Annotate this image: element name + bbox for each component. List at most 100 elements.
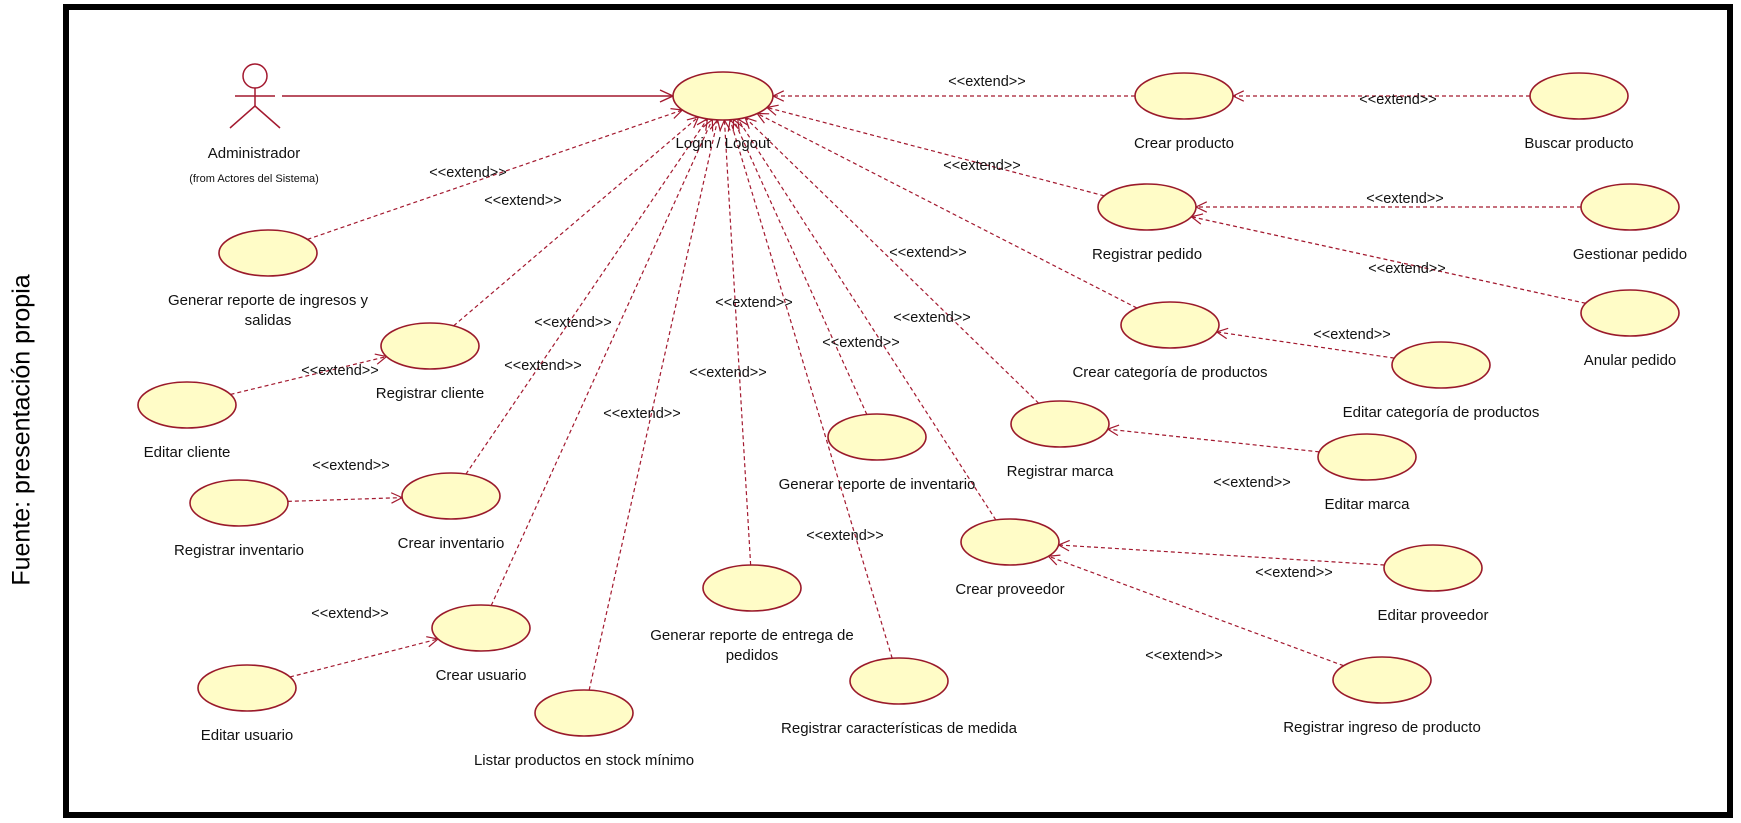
use-case-label: Registrar inventario <box>174 542 304 559</box>
use-case-ellipse <box>1391 341 1491 389</box>
use-case-ellipse <box>401 472 501 520</box>
extend-edge-registrar_ingreso-to-crear_proveedor <box>1048 555 1344 667</box>
use-case-registrar-inventario[interactable]: Registrar inventario <box>174 479 304 559</box>
use-case-label: Editar proveedor <box>1378 607 1489 624</box>
use-case-registrar-pedido[interactable]: Registrar pedido <box>1092 183 1202 263</box>
extend-label: <<extend>> <box>484 193 561 209</box>
use-case-reporte-ingresos[interactable]: Generar reporte de ingresos y salidas <box>168 229 369 329</box>
use-case-ellipse <box>189 479 289 527</box>
extend-label: <<extend>> <box>301 363 378 379</box>
actor-package: (from Actores del Sistema) <box>189 173 319 185</box>
extend-edge-editar_categoria-to-crear_categoria <box>1216 331 1395 359</box>
use-case-label: Generar reporte de ingresos y <box>168 292 369 309</box>
use-case-ellipse <box>1120 301 1220 349</box>
extend-label: <<extend>> <box>943 158 1020 174</box>
use-case-label: Generar reporte de inventario <box>779 476 976 493</box>
use-case-editar-cliente[interactable]: Editar cliente <box>137 381 237 461</box>
use-case-reporte-inventario[interactable]: Generar reporte de inventario <box>779 413 976 493</box>
extend-edge-registrar_pedido-to-login <box>766 106 1105 197</box>
extend-edge-reporte_ingresos-to-login <box>307 109 683 240</box>
use-case-ellipse <box>1580 289 1680 337</box>
use-case-label: Editar categoría de productos <box>1343 404 1540 421</box>
use-case-ellipse <box>849 657 949 705</box>
actor-right-leg <box>254 105 281 129</box>
use-case-buscar-producto[interactable]: Buscar producto <box>1524 72 1634 152</box>
extend-edge-crear_categoria-to-login <box>756 112 1138 309</box>
actor-name: Administrador <box>208 145 301 162</box>
use-case-label: Anular pedido <box>1584 352 1677 369</box>
extend-label: <<extend>> <box>1359 92 1436 108</box>
use-case-listar-stock[interactable]: Listar productos en stock mínimo <box>474 689 694 769</box>
use-case-label: Editar usuario <box>201 727 294 744</box>
dependency-edges <box>230 89 1586 691</box>
extend-label: <<extend>> <box>1368 261 1445 277</box>
extend-edge-reporte_inventario-to-login <box>733 119 868 415</box>
use-case-label: Crear categoría de productos <box>1072 364 1267 381</box>
use-case-registrar-cliente[interactable]: Registrar cliente <box>376 322 484 402</box>
use-case-ellipse <box>1317 433 1417 481</box>
use-case-crear-categoria[interactable]: Crear categoría de productos <box>1072 301 1268 381</box>
use-case-ellipse <box>1332 656 1432 704</box>
use-case-registrar-medida[interactable]: Registrar características de medida <box>781 657 1018 737</box>
extend-label: <<extend>> <box>312 458 389 474</box>
use-case-login[interactable]: Login / Logout <box>672 71 774 152</box>
use-case-registrar-marca[interactable]: Registrar marca <box>1007 400 1114 480</box>
extend-edge-listar_stock-to-login <box>588 119 719 691</box>
extend-edge-registrar_cliente-to-login <box>453 116 699 327</box>
use-case-ellipse <box>218 229 318 277</box>
use-case-gestionar-pedido[interactable]: Gestionar pedido <box>1573 183 1687 263</box>
use-case-label: salidas <box>245 312 292 329</box>
use-case-label: Registrar marca <box>1007 463 1114 480</box>
use-case-editar-proveedor[interactable]: Editar proveedor <box>1378 544 1489 624</box>
arrowhead-crear_usuario-to-login <box>702 118 714 132</box>
use-case-editar-categoria[interactable]: Editar categoría de productos <box>1343 341 1540 421</box>
extend-label: <<extend>> <box>715 295 792 311</box>
use-case-ellipse <box>1097 183 1197 231</box>
use-case-ellipse <box>534 689 634 737</box>
actor-administrador[interactable]: Administrador (from Actores del Sistema) <box>189 63 319 185</box>
use-case-label: Crear inventario <box>398 535 505 552</box>
extend-edge-crear_usuario-to-login <box>490 119 713 606</box>
use-case-ellipse <box>827 413 927 461</box>
use-case-editar-usuario[interactable]: Editar usuario <box>197 664 297 744</box>
extend-label: <<extend>> <box>822 335 899 351</box>
use-case-crear-inventario[interactable]: Crear inventario <box>398 472 505 552</box>
use-case-label: Crear proveedor <box>955 581 1064 598</box>
extend-edge-editar_marca-to-registrar_marca <box>1107 428 1320 453</box>
use-case-label: Registrar pedido <box>1092 246 1202 263</box>
use-case-label: Registrar ingreso de producto <box>1283 719 1481 736</box>
use-case-registrar-ingreso[interactable]: Registrar ingreso de producto <box>1283 656 1481 736</box>
extend-label: <<extend>> <box>1255 565 1332 581</box>
use-case-label: Buscar producto <box>1524 135 1633 152</box>
use-case-label: Listar productos en stock mínimo <box>474 752 694 769</box>
use-case-label: Crear producto <box>1134 135 1234 152</box>
use-case-ellipse <box>197 664 297 712</box>
use-case-crear-producto[interactable]: Crear producto <box>1134 72 1234 152</box>
extend-label: <<extend>> <box>311 606 388 622</box>
extend-edge-editar_usuario-to-crear_usuario <box>289 638 439 678</box>
extend-labels: <<extend>> <<extend>> <<extend>> <<extend>>… <box>301 74 1445 664</box>
extend-label: <<extend>> <box>689 365 766 381</box>
extend-label: <<extend>> <box>429 165 506 181</box>
use-case-label: Editar marca <box>1324 496 1410 513</box>
extend-label: <<extend>> <box>1213 475 1290 491</box>
use-case-anular-pedido[interactable]: Anular pedido <box>1580 289 1680 369</box>
use-case-label: Crear usuario <box>436 667 527 684</box>
extend-label: <<extend>> <box>1366 191 1443 207</box>
use-case-ellipse <box>137 381 237 429</box>
use-case-crear-proveedor[interactable]: Crear proveedor <box>955 518 1065 598</box>
use-case-ellipse <box>1010 400 1110 448</box>
use-case-label: pedidos <box>726 647 779 664</box>
extend-edge-crear_proveedor-to-login <box>737 118 997 521</box>
extend-label: <<extend>> <box>1313 327 1390 343</box>
use-case-label: Editar cliente <box>144 444 231 461</box>
extend-label: <<extend>> <box>603 406 680 422</box>
use-case-crear-usuario[interactable]: Crear usuario <box>431 604 531 684</box>
use-case-ellipse <box>1529 72 1629 120</box>
extend-edge-crear_inventario-to-login <box>465 118 708 475</box>
extend-label: <<extend>> <box>889 245 966 261</box>
use-case-editar-marca[interactable]: Editar marca <box>1317 433 1417 513</box>
extend-label: <<extend>> <box>504 358 581 374</box>
